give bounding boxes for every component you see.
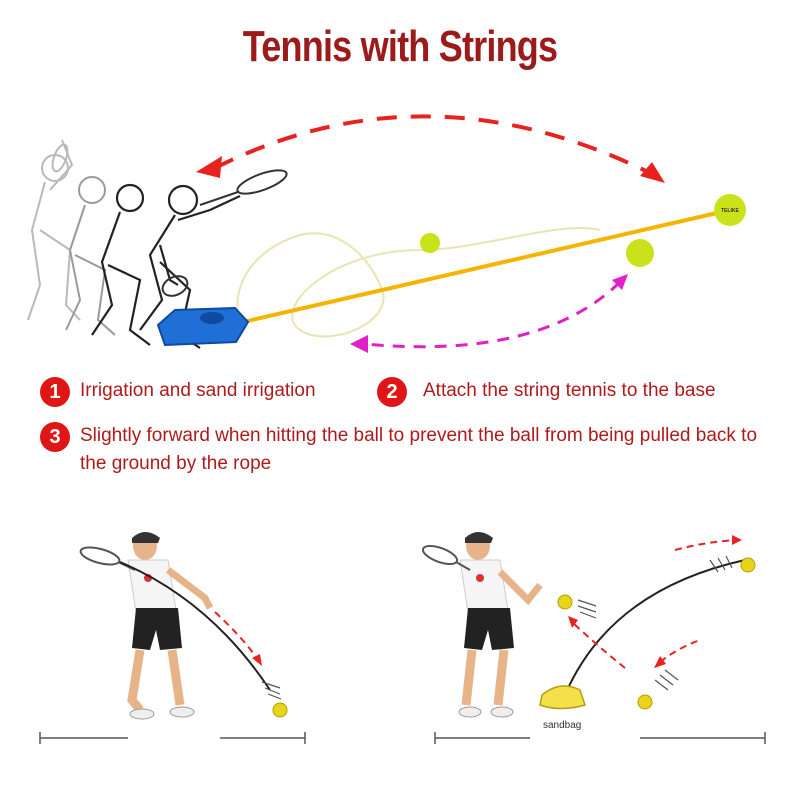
tennis-ball-small <box>420 233 440 253</box>
step-number-badge: 1 <box>40 377 70 407</box>
ball-brand: TELIKE <box>721 208 739 214</box>
step-text: Slightly forward when hitting the ball t… <box>80 425 758 474</box>
rebound-arrow-head-right <box>612 274 628 290</box>
step-text: Irrigation and sand irrigation <box>80 380 316 401</box>
tennis-base <box>156 306 250 347</box>
rebound-arrow <box>364 280 622 349</box>
step-number-badge: 2 <box>377 377 407 407</box>
step-3: 3 Slightly forward when hitting the ball… <box>40 422 770 478</box>
tennis-ball-far <box>714 194 746 226</box>
ghost-player-figures <box>27 139 116 336</box>
return-arc-arrow <box>214 114 661 180</box>
loose-string <box>236 226 601 338</box>
step-text: Attach the string tennis to the base <box>423 380 716 401</box>
step-2: 2 Attach the string tennis to the base <box>377 377 716 407</box>
step-1: 1 Irrigation and sand irrigation <box>40 377 316 407</box>
taut-string <box>229 208 731 327</box>
racquet-icon <box>161 169 288 297</box>
rebound-arrow-head-left <box>350 335 368 353</box>
tennis-ball-mid <box>626 239 654 267</box>
arc-arrow-head-left <box>196 156 222 178</box>
step-number-badge: 3 <box>40 422 70 452</box>
arc-arrow-head-right <box>640 162 665 183</box>
page-title: Tennis with Strings <box>242 22 558 71</box>
